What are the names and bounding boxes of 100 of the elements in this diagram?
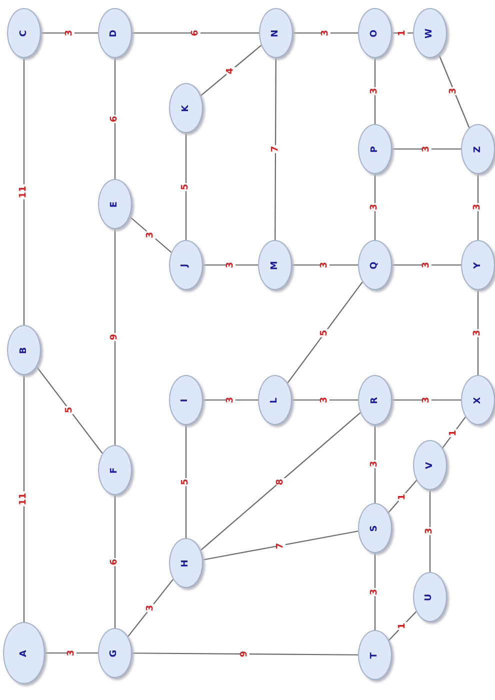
node-ellipse bbox=[98, 179, 132, 229]
edge-label: 1 bbox=[398, 622, 407, 630]
node-label: C bbox=[20, 30, 28, 36]
node-ellipse bbox=[3, 622, 45, 684]
edge-label: 1 bbox=[450, 428, 458, 437]
node-label: A bbox=[20, 650, 28, 656]
connector-line bbox=[132, 652, 358, 656]
connector-line bbox=[374, 553, 376, 630]
node-ellipse bbox=[258, 375, 292, 425]
connector-line bbox=[114, 229, 116, 445]
edge-label: 3 bbox=[370, 460, 380, 468]
edge-label: 1 bbox=[398, 492, 407, 501]
connector-line bbox=[114, 495, 116, 628]
node-ellipse bbox=[98, 445, 132, 495]
connector-line bbox=[392, 148, 461, 150]
connector-line bbox=[374, 174, 376, 240]
node-label: Z bbox=[474, 146, 482, 152]
node-ellipse bbox=[259, 8, 293, 58]
connector-line bbox=[292, 264, 358, 266]
connector-line bbox=[41, 32, 98, 34]
node-label: P bbox=[370, 146, 380, 152]
node-label: H bbox=[182, 559, 190, 567]
edge-label: 6 bbox=[110, 557, 120, 566]
node-label: V bbox=[426, 462, 434, 468]
node-label: W bbox=[426, 28, 434, 38]
edge-label: 3 bbox=[67, 648, 76, 658]
edge-label: 3 bbox=[370, 202, 380, 212]
node-label: I bbox=[182, 398, 190, 402]
node-label: D bbox=[110, 29, 120, 37]
edge-label: 6 bbox=[191, 28, 200, 38]
node-ellipse bbox=[358, 375, 392, 425]
node-label: R bbox=[370, 396, 380, 404]
node-ellipse bbox=[169, 538, 203, 588]
node-label: F bbox=[110, 466, 120, 474]
node-ellipse bbox=[358, 8, 392, 58]
node-label: X bbox=[474, 396, 482, 404]
node-ellipse bbox=[358, 124, 392, 174]
connector-line bbox=[374, 425, 376, 503]
edge-label: 3 bbox=[426, 526, 434, 536]
node-ellipse bbox=[98, 628, 132, 678]
node-ellipse bbox=[358, 630, 392, 680]
edge-label: 5 bbox=[182, 182, 190, 191]
connector-line bbox=[374, 58, 376, 124]
edge-label: 3 bbox=[474, 202, 482, 212]
connector-line bbox=[23, 375, 25, 622]
edge-label: 3 bbox=[450, 86, 458, 96]
node-label: U bbox=[426, 593, 434, 601]
node-ellipse bbox=[169, 375, 203, 425]
edge-label: 3 bbox=[320, 396, 330, 404]
node-label: J bbox=[182, 263, 190, 267]
edge-label: 3 bbox=[321, 28, 330, 38]
connector-line bbox=[287, 282, 363, 384]
edge-label: 3 bbox=[370, 587, 380, 596]
connector-line bbox=[477, 174, 479, 240]
edge-label: 6 bbox=[110, 114, 120, 123]
connector-line bbox=[203, 264, 258, 266]
node-ellipse bbox=[7, 325, 41, 375]
edge-label: 9 bbox=[240, 650, 250, 658]
edge-label: 3 bbox=[65, 28, 74, 38]
edge-label: 3 bbox=[146, 230, 155, 239]
edge-label: 8 bbox=[276, 477, 285, 486]
node-ellipse bbox=[258, 240, 292, 290]
connector-line bbox=[132, 32, 259, 34]
connector-line bbox=[45, 652, 98, 654]
node-ellipse bbox=[461, 240, 495, 290]
connector-line bbox=[203, 399, 258, 401]
connector-line bbox=[185, 133, 187, 240]
node-ellipse bbox=[413, 572, 447, 622]
node-ellipse bbox=[461, 375, 495, 425]
node-label: M bbox=[270, 260, 280, 270]
node-label: N bbox=[272, 29, 280, 37]
edge-label: 3 bbox=[226, 396, 235, 404]
node-ellipse bbox=[169, 240, 203, 290]
connector-line bbox=[388, 480, 417, 513]
edge-label: 3 bbox=[226, 260, 235, 270]
node-label: G bbox=[110, 649, 120, 657]
edge-label: 4 bbox=[226, 66, 236, 75]
connector-line bbox=[392, 264, 461, 266]
edge-label: 5 bbox=[320, 328, 330, 337]
edge-label: 11 bbox=[20, 491, 28, 506]
connector-line bbox=[200, 44, 262, 96]
edge-label: 9 bbox=[110, 332, 120, 342]
connector-line bbox=[23, 58, 25, 325]
connector-line bbox=[292, 399, 358, 401]
edge-label: 5 bbox=[182, 477, 190, 486]
edge-label: 3 bbox=[422, 396, 431, 404]
connector-line bbox=[274, 58, 276, 240]
edge-label: 7 bbox=[271, 144, 280, 154]
node-label: S bbox=[370, 524, 380, 532]
edge-label: 3 bbox=[320, 260, 330, 270]
connector-line bbox=[429, 490, 431, 572]
connector-line bbox=[185, 425, 187, 538]
connector-line bbox=[200, 412, 361, 551]
node-ellipse bbox=[413, 8, 447, 58]
node-label: T bbox=[370, 652, 380, 658]
connector-line bbox=[114, 58, 116, 179]
edge-label: 3 bbox=[474, 328, 482, 337]
edge-label: 3 bbox=[146, 604, 155, 612]
connector-line bbox=[392, 399, 461, 401]
node-label: E bbox=[110, 200, 120, 208]
